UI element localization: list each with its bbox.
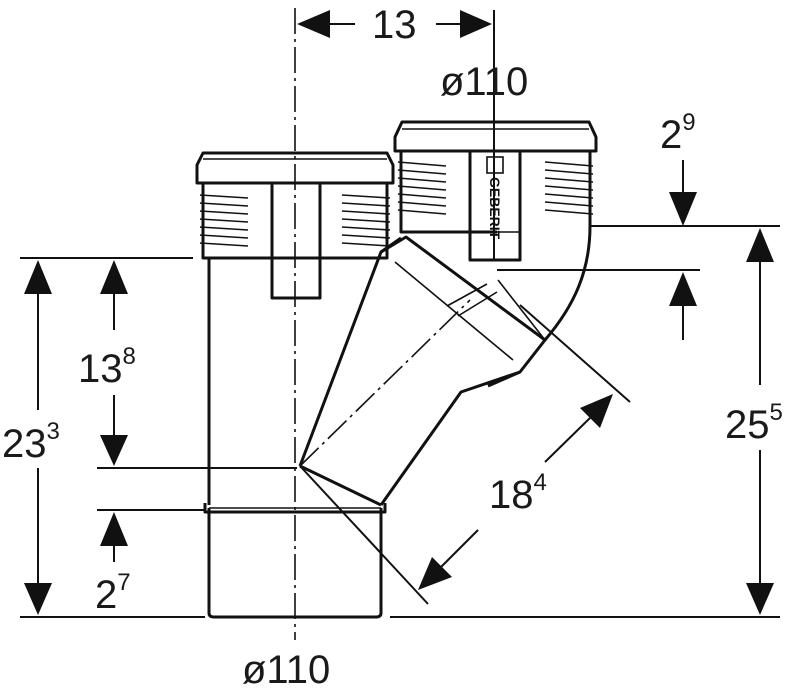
dim-branch-length-label: 184 [489, 469, 547, 517]
dim-main-height-label: 233 [2, 418, 60, 466]
dim-main-height: 233 [2, 257, 205, 618]
branch-center-axis [299, 299, 471, 467]
dim-bottom-gap-label: 27 [95, 569, 131, 617]
dim-socket-depth-label: 138 [78, 343, 136, 391]
dim-main-diameter: ø110 [242, 648, 330, 692]
main-pipe [195, 151, 395, 619]
dim-bottom-gap: 27 [95, 512, 131, 617]
dim-total-height-label: 255 [725, 399, 783, 447]
dim-top-offset-label: 13 [372, 3, 417, 47]
dim-total-height: 255 [725, 228, 783, 615]
branch-pipe [298, 120, 598, 507]
dim-socket-depth: 138 [78, 260, 297, 511]
dim-branch-length: 184 [299, 304, 631, 605]
dim-top-gap: 29 [497, 109, 780, 340]
dim-top-gap-label: 29 [660, 109, 696, 157]
dim-top-offset: 13 [297, 3, 495, 260]
dim-branch-diameter: ø110 [440, 60, 528, 104]
